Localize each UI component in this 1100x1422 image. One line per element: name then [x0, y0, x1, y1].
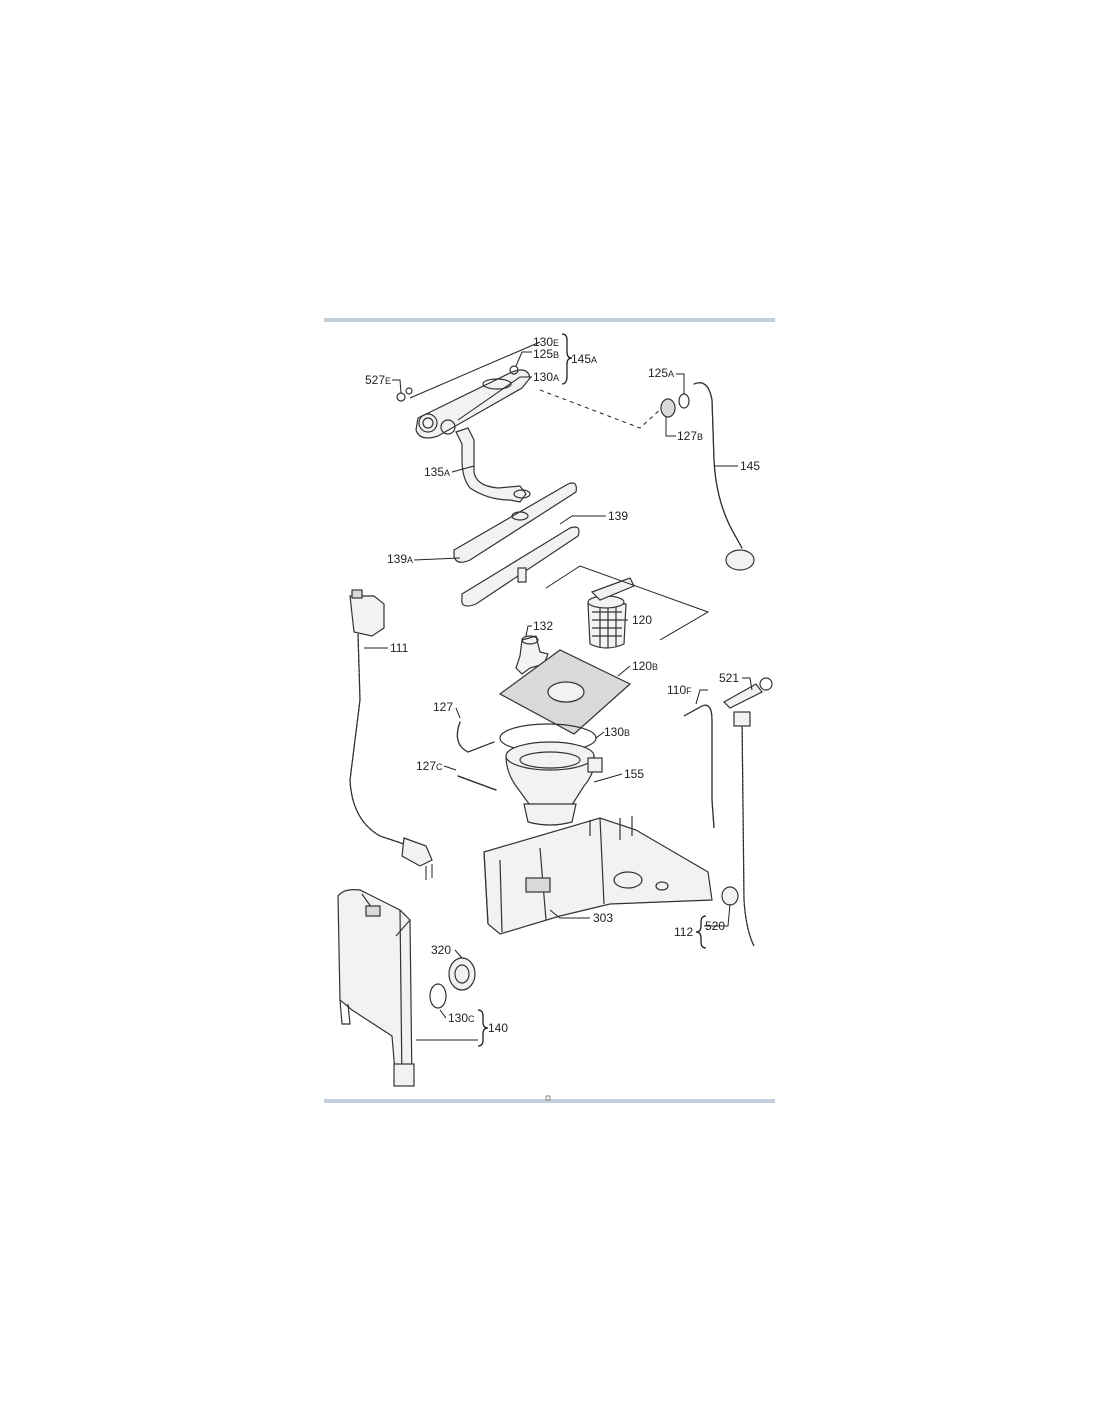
ring-527e-icon — [405, 387, 413, 395]
ring-130c-icon — [429, 983, 447, 1009]
label-127: 127 — [433, 700, 453, 714]
filter-120 — [587, 577, 635, 649]
grommet-520-icon — [721, 886, 739, 906]
label-127b: 127B — [677, 429, 703, 443]
label-112: 112 — [674, 925, 693, 939]
hose-145 — [693, 382, 743, 549]
salt-container-111 — [349, 589, 385, 637]
label-520: 520 — [705, 919, 725, 933]
label-139a: 139A — [387, 552, 413, 566]
lower-spray-arm-139a — [453, 482, 577, 563]
label-110f: 110F — [667, 683, 692, 697]
feed-tube-135a — [455, 427, 527, 503]
upper-spray-arm — [415, 369, 531, 439]
filter-guide-lines — [545, 565, 710, 641]
door-panel-140 — [337, 889, 415, 1087]
connector-111 — [401, 837, 433, 867]
label-145: 145 — [740, 459, 760, 473]
clip-521 — [723, 683, 763, 709]
label-130e: 130E — [533, 335, 559, 349]
nut-527e-icon — [396, 392, 406, 402]
label-155: 155 — [624, 767, 644, 781]
label-120: 120 — [632, 613, 652, 627]
label-140: 140 — [488, 1021, 508, 1035]
label-120b: 120B — [632, 659, 658, 673]
sump-155 — [505, 741, 603, 826]
hose-145-end-icon — [725, 549, 755, 571]
frame-top-rule — [324, 318, 775, 322]
label-130a: 130A — [533, 370, 559, 384]
frame-bottom-tick — [545, 1095, 551, 1101]
frame-bottom-rule — [324, 1099, 775, 1103]
label-130b: 130B — [604, 725, 630, 739]
drain-hose-112-cuff-icon — [733, 711, 751, 727]
ring-125a-icon — [678, 393, 690, 409]
label-303: 303 — [593, 911, 613, 925]
label-521: 521 — [719, 671, 739, 685]
label-111: 111 — [390, 641, 409, 655]
label-132: 132 — [533, 619, 553, 633]
brace-145a — [561, 333, 573, 385]
label-130c: 130C — [448, 1011, 475, 1025]
drain-hose-112 — [741, 715, 755, 947]
lower-spray-arm-139 — [461, 526, 580, 607]
label-320: 320 — [431, 943, 451, 957]
connection-dash-line — [539, 389, 665, 429]
pipe-110f — [683, 704, 715, 829]
brace-112 — [695, 915, 707, 949]
label-135a: 135A — [424, 465, 450, 479]
seal-320-icon — [448, 957, 476, 991]
brace-140 — [477, 1009, 489, 1047]
label-127c: 127C — [416, 759, 443, 773]
hose-127 — [456, 721, 495, 753]
fitting-127b-icon — [660, 398, 676, 418]
label-125a: 125A — [648, 366, 674, 380]
label-139: 139 — [608, 509, 628, 523]
label-527e: 527E — [365, 373, 391, 387]
seal-130a-icon — [440, 419, 456, 435]
label-125b: 125B — [533, 347, 559, 361]
label-145a: 145A — [571, 352, 597, 366]
base-frame-303 — [483, 816, 713, 935]
seal-125b-icon — [509, 365, 519, 375]
leader-lines — [364, 341, 753, 1041]
